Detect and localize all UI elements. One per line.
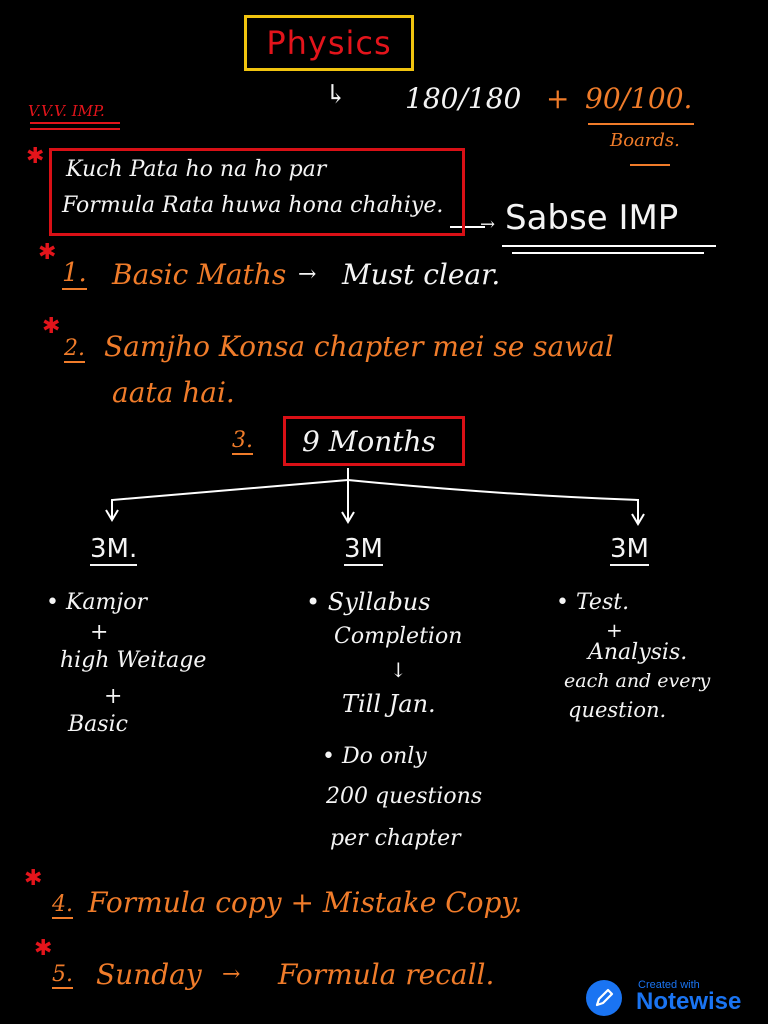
point-5-text: Sunday xyxy=(96,958,202,991)
point-5-arrow: → xyxy=(222,962,241,987)
point-2-line-1: Samjho Konsa chapter mei se sawal xyxy=(104,330,614,363)
phase-2-item: Completion xyxy=(334,624,463,649)
point-1-arrow: → xyxy=(298,262,317,287)
note-line-1: Kuch Pata ho na ho par xyxy=(66,157,327,182)
phase-3-item: • Test. xyxy=(556,590,630,615)
phase-2-extra: • Do only xyxy=(322,744,427,769)
phase-2-label: 3M xyxy=(344,534,383,566)
point-5-tail: Formula recall. xyxy=(278,958,495,991)
score-arrow: ↳ xyxy=(325,80,347,110)
nine-months-box: 9 Months xyxy=(283,416,465,466)
phase-1-item: Basic xyxy=(68,712,128,737)
star-icon: ✱ xyxy=(26,144,45,169)
sabse-imp-label: Sabse IMP xyxy=(505,198,679,238)
note-line-2: Formula Rata huwa hona chahiye. xyxy=(62,193,444,218)
vvv-underline xyxy=(30,128,120,130)
plus-sign: + xyxy=(546,82,570,115)
point-2-line-2: aata hai. xyxy=(112,376,235,409)
phase-1-label: 3M. xyxy=(90,534,138,566)
star-icon: ✱ xyxy=(42,314,61,339)
exam-score: 180/180 xyxy=(405,82,522,115)
point-5-number: 5. xyxy=(52,962,73,989)
boards-score: 90/100. xyxy=(585,82,693,115)
phase-1-item: + xyxy=(90,620,109,645)
badge-brand: Notewise xyxy=(636,988,742,1015)
pencil-icon xyxy=(586,980,622,1016)
sabse-underline xyxy=(502,245,716,247)
phase-1-item: + xyxy=(104,684,123,709)
phase-3-item: question. xyxy=(568,698,667,722)
point-1-text: Basic Maths xyxy=(112,258,287,291)
point-1-number: 1. xyxy=(62,258,87,290)
boards-label: Boards. xyxy=(610,130,680,151)
point-3-number: 3. xyxy=(232,428,253,455)
vvv-imp-label: V.V.V. IMP. xyxy=(28,102,105,120)
star-icon: ✱ xyxy=(34,936,53,961)
title-box: Physics xyxy=(244,15,414,71)
phase-2-extra: 200 questions xyxy=(326,784,483,809)
page-title: Physics xyxy=(266,24,392,62)
phase-1-item: high Weitage xyxy=(60,648,207,673)
vvv-underline xyxy=(30,122,120,124)
nine-months-label: 9 Months xyxy=(302,425,436,458)
phase-3-item: each and every xyxy=(564,670,711,692)
notewise-badge: Created with Notewise xyxy=(586,977,762,1019)
boards-divider xyxy=(588,123,694,125)
point-2-number: 2. xyxy=(64,336,85,363)
phase-2-item: • Syllabus xyxy=(306,588,431,616)
boards-underline xyxy=(630,164,670,166)
phase-3-item: + xyxy=(606,618,623,642)
phase-2-item: ↓ xyxy=(390,658,407,682)
phase-1-item: • Kamjor xyxy=(46,590,147,615)
point-4-number: 4. xyxy=(52,892,73,919)
boxed-note: Kuch Pata ho na ho par Formula Rata huwa… xyxy=(49,148,465,236)
phase-2-item: Till Jan. xyxy=(342,690,436,718)
sabse-underline xyxy=(512,252,704,254)
point-1-tail: Must clear. xyxy=(342,258,501,291)
sabse-arrow: → xyxy=(480,214,496,235)
phase-3-item: Analysis. xyxy=(588,640,688,665)
star-icon: ✱ xyxy=(38,240,57,265)
phase-3-label: 3M xyxy=(610,534,649,566)
point-4-text: Formula copy + Mistake Copy. xyxy=(88,886,523,919)
star-icon: ✱ xyxy=(24,866,43,891)
badge-caption: Created with xyxy=(638,979,700,991)
phase-2-extra: per chapter xyxy=(330,826,461,851)
